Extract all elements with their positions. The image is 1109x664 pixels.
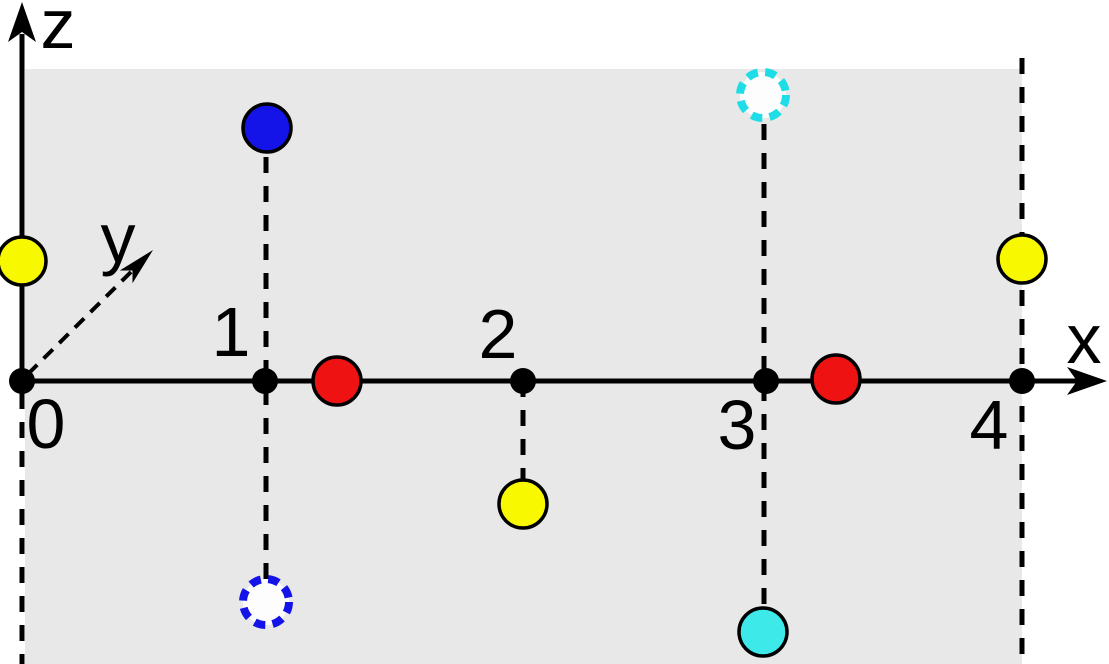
blue-atom-above-site-1 <box>241 102 293 154</box>
lattice-plane <box>25 69 1022 664</box>
lattice-site-dot-0 <box>9 368 35 394</box>
yellow-atom-on-z-axis <box>0 235 48 287</box>
site-number-labels-layer: 0 1 2 3 4 <box>27 293 1009 464</box>
red-atom-right-of-site-1 <box>311 355 363 407</box>
site-number-label-3: 3 <box>718 386 757 464</box>
blue-vacancy-below-site-1 <box>239 575 293 629</box>
lattice-site-dot-1 <box>252 368 278 394</box>
cyan-vacancy-above-site-3 <box>736 68 790 122</box>
atoms-layer <box>0 68 1048 658</box>
x-axis-arrowhead-icon <box>1067 367 1107 395</box>
lattice-site-dot-4 <box>1009 368 1035 394</box>
site-number-label-0: 0 <box>27 385 66 463</box>
lattice-site-dot-2 <box>510 368 536 394</box>
site-number-label-2: 2 <box>479 295 518 373</box>
lattice-site-dot-3 <box>753 368 779 394</box>
lattice-site-dots-layer <box>9 368 1035 394</box>
yellow-atom-at-site-4 <box>996 233 1048 285</box>
z-axis-label: z <box>41 0 76 63</box>
red-atom-right-of-site-3 <box>810 353 862 405</box>
y-axis-arrowhead-icon <box>119 250 153 284</box>
z-axis-arrowhead-icon <box>8 2 36 42</box>
yellow-atom-below-site-2 <box>497 478 549 530</box>
y-axis-label: y <box>101 199 136 277</box>
cyan-atom-below-site-3 <box>737 606 789 658</box>
site-number-label-1: 1 <box>212 293 251 371</box>
site-number-label-4: 4 <box>970 386 1009 464</box>
y-axis-line <box>26 263 140 376</box>
x-axis-label: x <box>1067 300 1102 378</box>
